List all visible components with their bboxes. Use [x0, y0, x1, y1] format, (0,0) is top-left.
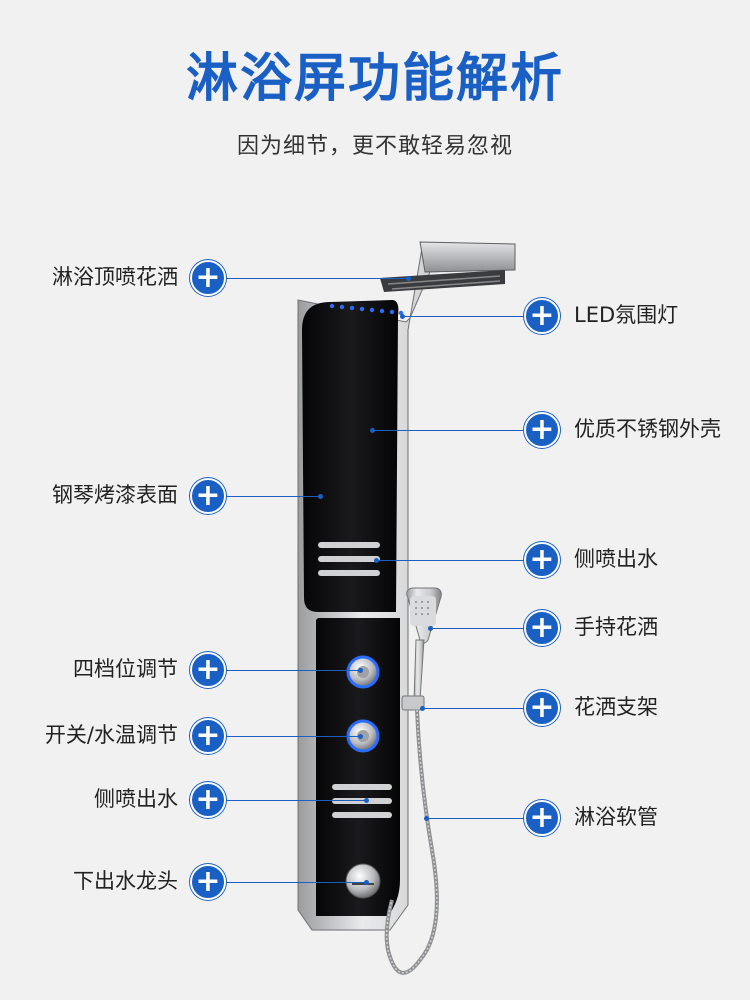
leader-line [226, 670, 360, 671]
leader-dot [358, 734, 363, 739]
feature-label-left: 下出水龙头 [73, 869, 178, 893]
feature-label-right: 侧喷出水 [574, 547, 658, 571]
leader-line [430, 628, 524, 629]
leader-dot [420, 706, 425, 711]
plus-icon: + [195, 864, 221, 899]
leader-line [402, 316, 524, 317]
leader-line [376, 560, 524, 561]
leader-dot [364, 880, 369, 885]
expand-button[interactable]: + [190, 718, 226, 754]
plus-icon: + [529, 298, 555, 333]
feature-label-left: 四档位调节 [73, 657, 178, 681]
feature-label-right: 优质不锈钢外壳 [574, 417, 721, 441]
feature-label-right: 花洒支架 [574, 695, 658, 719]
leader-line [426, 818, 524, 819]
leader-dot [318, 494, 323, 499]
side-jets-upper [318, 542, 380, 576]
plus-icon: + [529, 800, 555, 835]
plus-icon: + [195, 718, 221, 753]
feature-label-right: 淋浴软管 [574, 805, 658, 829]
leader-dot [374, 558, 379, 563]
plus-icon: + [195, 260, 221, 295]
plus-icon: + [195, 478, 221, 513]
feature-label-left: 钢琴烤漆表面 [52, 483, 178, 507]
expand-button[interactable]: + [190, 478, 226, 514]
plus-icon: + [529, 690, 555, 725]
hand-shower [406, 587, 442, 701]
leader-line [226, 882, 366, 883]
expand-button[interactable]: + [524, 412, 560, 448]
page-title: 淋浴屏功能解析 [185, 49, 564, 109]
black-upper-panel [302, 300, 399, 612]
expand-button[interactable]: + [190, 652, 226, 688]
leader-dot [406, 276, 411, 281]
leader-dot [358, 668, 363, 673]
feature-label-right: 手持花洒 [574, 615, 658, 639]
expand-button[interactable]: + [190, 260, 226, 296]
feature-label-left: 侧喷出水 [94, 787, 178, 811]
plus-icon: + [195, 652, 221, 687]
leader-dot [400, 314, 405, 319]
black-lower-panel [316, 618, 400, 916]
leader-line [372, 430, 524, 431]
plus-icon: + [529, 542, 555, 577]
expand-button[interactable]: + [190, 782, 226, 818]
feature-label-right: LED氛围灯 [574, 303, 679, 327]
expand-button[interactable]: + [524, 610, 560, 646]
leader-dot [424, 816, 429, 821]
leader-line [226, 800, 366, 801]
feature-label-left: 淋浴顶喷花洒 [52, 265, 178, 289]
led-lights [329, 303, 404, 316]
expand-button[interactable]: + [524, 800, 560, 836]
leader-dot [370, 428, 375, 433]
page-subtitle: 因为细节，更不敢轻易忽视 [236, 134, 513, 159]
side-jets-lower [332, 784, 392, 818]
expand-button[interactable]: + [190, 864, 226, 900]
leader-line [422, 708, 524, 709]
shower-holder [401, 695, 425, 711]
leader-dot [364, 798, 369, 803]
plus-icon: + [195, 782, 221, 817]
leader-line [226, 278, 408, 279]
plus-icon: + [529, 412, 555, 447]
expand-button[interactable]: + [524, 690, 560, 726]
leader-line [226, 496, 320, 497]
leader-dot [428, 626, 433, 631]
top-shower-head [419, 241, 516, 273]
expand-button[interactable]: + [524, 298, 560, 334]
expand-button[interactable]: + [524, 542, 560, 578]
feature-label-left: 开关/水温调节 [44, 723, 178, 747]
plus-icon: + [529, 610, 555, 645]
leader-line [226, 736, 360, 737]
four-mode-knob [346, 655, 380, 689]
tub-spout [345, 863, 381, 899]
temperature-knob [346, 719, 380, 753]
